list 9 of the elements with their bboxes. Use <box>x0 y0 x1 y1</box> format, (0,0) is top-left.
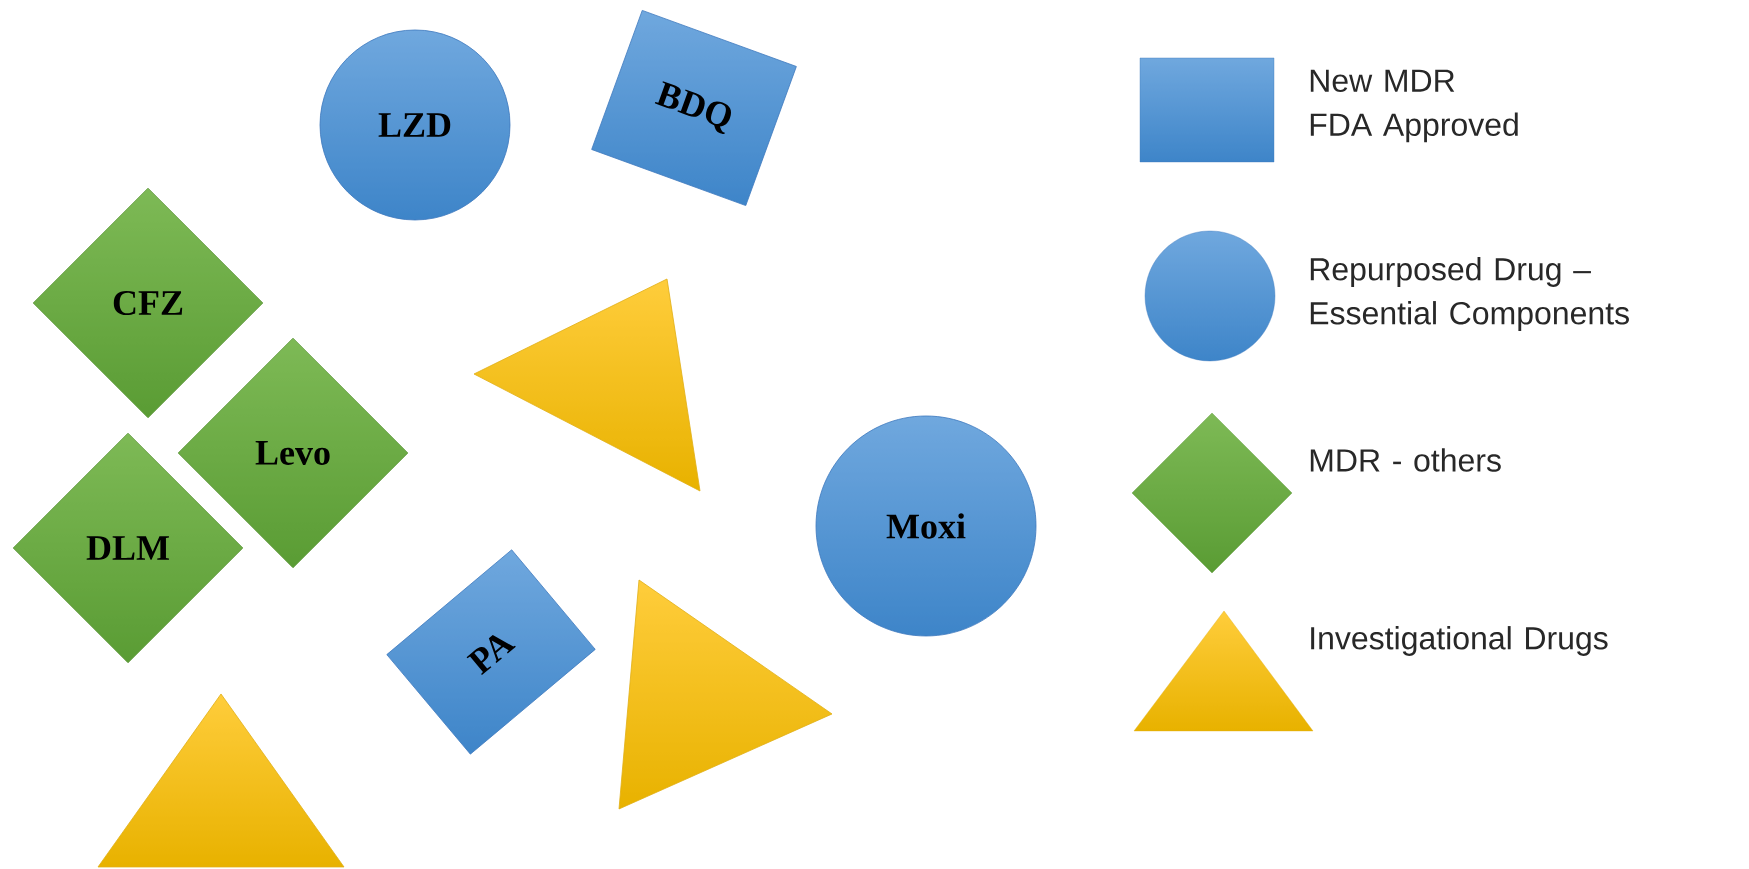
legend-text: Investigational Drugs <box>1311 626 1608 656</box>
legend-text: Repurposed Drug – Essential Components <box>1310 257 1629 331</box>
legend-text: MDR - others <box>1310 448 1501 472</box>
tilted-rectangle: BDQ <box>591 10 797 206</box>
tilted-rectangle: PA <box>386 549 596 755</box>
triangle <box>618 579 833 810</box>
legend-text: New MDR FDA Approved <box>1310 69 1518 143</box>
triangle <box>97 693 345 868</box>
triangle <box>473 278 701 492</box>
